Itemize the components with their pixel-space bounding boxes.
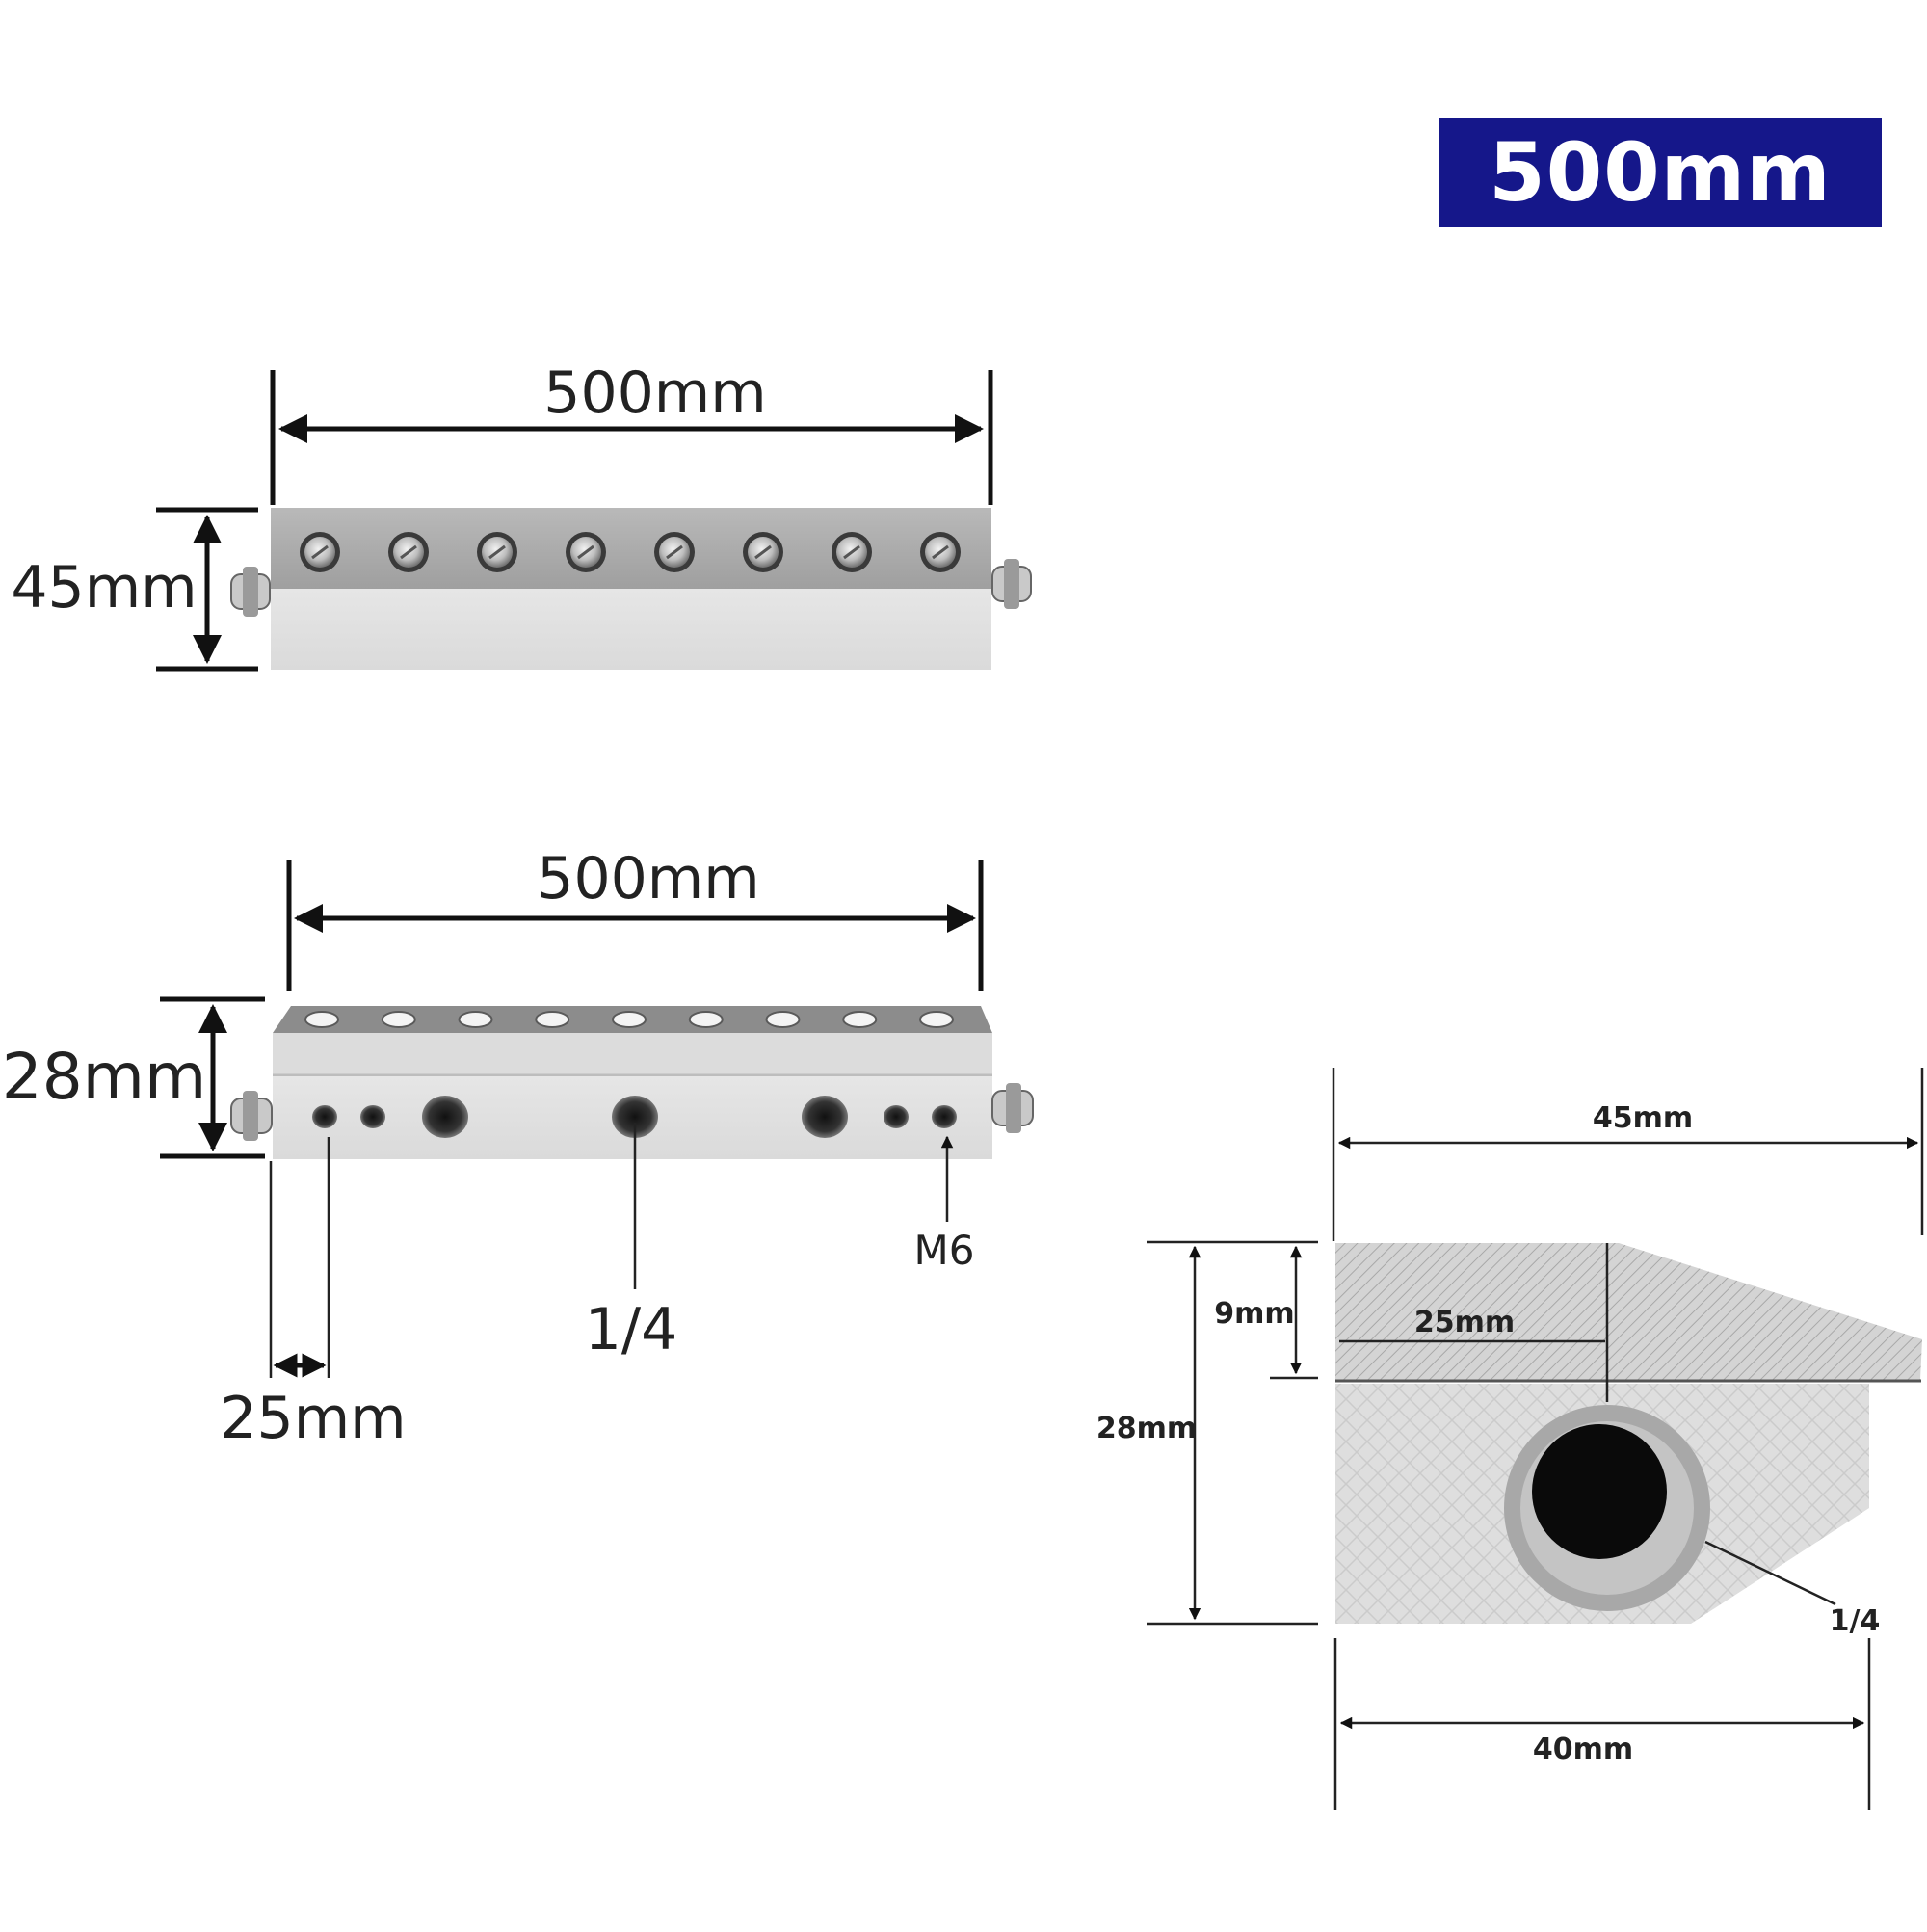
top-view-screw-row [300,532,961,572]
screw-icon [566,532,606,572]
side-view-ports [312,1096,957,1138]
port-offset-label: 25mm [1414,1306,1515,1339]
screw-icon [654,532,695,572]
top-view-end-plug-right [991,559,1032,609]
section-port-bore [1532,1424,1667,1559]
top-hole-icon [381,1011,416,1028]
side-view-upper-body [273,1033,992,1075]
top-view-height-label: 45mm [11,554,197,622]
side-view-end-plug-left [230,1091,273,1141]
side-view-top-hole-row [304,1011,954,1028]
top-hole-icon [458,1011,493,1028]
screw-icon [832,532,872,572]
side-view-m6-hole [360,1105,385,1128]
width-top-label: 45mm [1593,1101,1693,1135]
pitch-label: 25mm [220,1385,406,1452]
side-view-m6-hole [932,1105,957,1128]
screw-icon [300,532,340,572]
top-hole-icon [535,1011,570,1028]
top-view: 500mm 45mm [11,359,1032,672]
top-view-mounting-plate [271,508,991,589]
side-view-end-plug-right [991,1083,1034,1133]
m6-label: M6 [914,1227,975,1274]
width-bottom-label: 40mm [1533,1733,1633,1766]
plate-thickness-label: 9mm [1214,1297,1294,1331]
screw-icon [920,532,961,572]
top-hole-icon [842,1011,878,1028]
top-hole-icon [304,1011,339,1028]
top-hole-icon [612,1011,647,1028]
height-label: 28mm [1096,1412,1197,1445]
top-hole-icon [688,1011,724,1028]
side-view-height-label: 28mm [2,1040,207,1114]
screw-icon [388,532,429,572]
side-view: 500mm 28mm [2,845,1034,1452]
port-label: 1/4 [1830,1604,1881,1638]
side-view-port-hole [802,1096,848,1138]
side-view-port-hole [612,1096,658,1138]
screw-icon [477,532,517,572]
top-hole-icon [919,1011,954,1028]
side-view-m6-hole [312,1105,337,1128]
side-view-port-hole [422,1096,468,1138]
cross-section: 45mm 25mm 28mm 9mm 1/4 40 [1096,1068,1924,1810]
section-mounting-plate [1335,1243,1922,1380]
center-port-label: 1/4 [585,1296,678,1363]
length-badge: 500mm [1439,118,1882,227]
side-view-m6-hole [884,1105,909,1128]
port-leader [1704,1540,1836,1606]
top-view-end-plug-left [230,567,271,617]
side-view-length-label: 500mm [537,845,759,913]
top-hole-icon [765,1011,801,1028]
screw-icon [743,532,783,572]
length-badge-label: 500mm [1489,125,1832,220]
section-port [1504,1405,1710,1611]
top-view-length-label: 500mm [543,359,766,427]
top-view-body [271,589,991,670]
